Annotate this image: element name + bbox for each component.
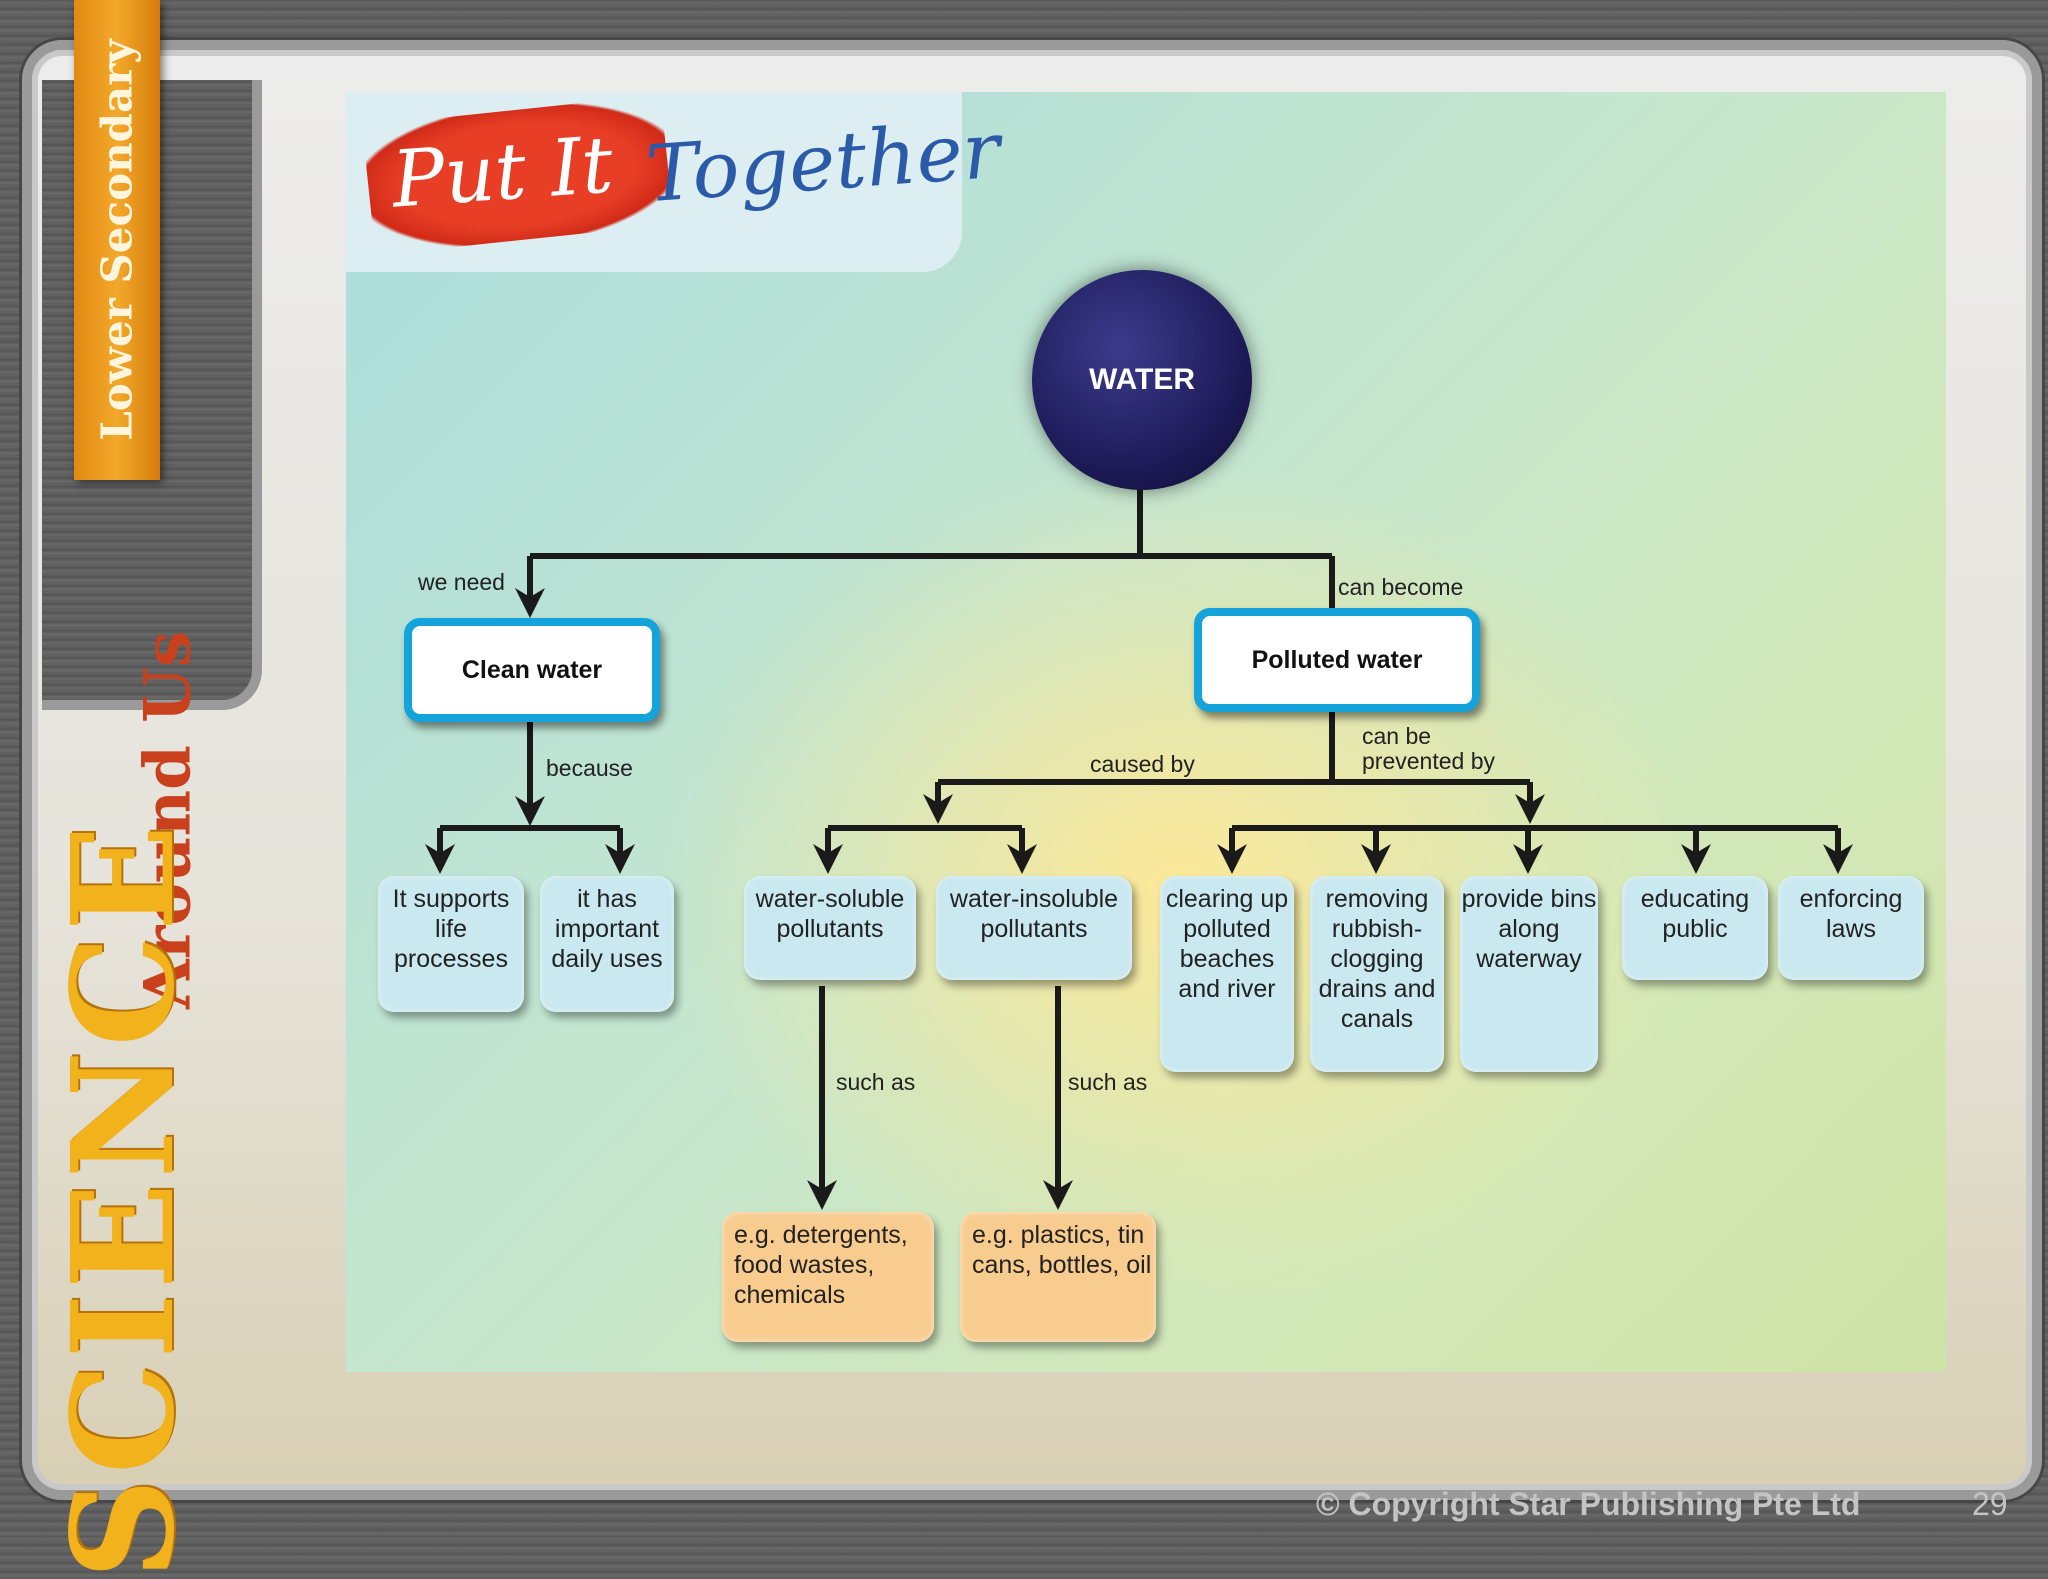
link-we-need: we need [418,569,505,595]
node-polluted-water: Polluted water [1194,608,1480,712]
link-because: because [546,755,633,781]
prevention-removing-rubbish: removing rubbish-clogging drains and can… [1310,876,1444,1072]
cause-water-insoluble: water-insoluble pollutants [936,876,1132,980]
prevention-clearing-beaches: clearing up polluted beaches and river [1160,876,1294,1072]
prevention-provide-bins: provide bins along waterway [1460,876,1598,1072]
link-can-become: can become [1338,574,1464,600]
link-caused-by: caused by [1090,751,1195,777]
examples-soluble: e.g. detergents, food wastes, chemicals [722,1212,934,1342]
reason-supports-life: It supports life processes [378,876,524,1012]
examples-insoluble: e.g. plastics, tin cans, bottles, oil [960,1212,1156,1342]
connector-lines [425,488,1853,1210]
series-tab: Lower Secondary [74,0,160,480]
cause-water-soluble: water-soluble pollutants [744,876,916,980]
copyright-notice: © Copyright Star Publishing Pte Ltd [1316,1486,1861,1522]
prevention-educating-public: educating public [1622,876,1768,980]
page-number: 29 [1972,1486,2008,1522]
prevention-enforcing-laws: enforcing laws [1778,876,1924,980]
root-node-water: WATER [1032,270,1252,490]
reason-daily-uses: it has important daily uses [540,876,674,1012]
link-can-be-prevented-by: can be prevented by [1362,723,1495,774]
node-clean-water: Clean water [404,618,660,722]
link-such-as-soluble: such as [836,1069,916,1095]
link-such-as-insoluble: such as [1068,1069,1148,1095]
